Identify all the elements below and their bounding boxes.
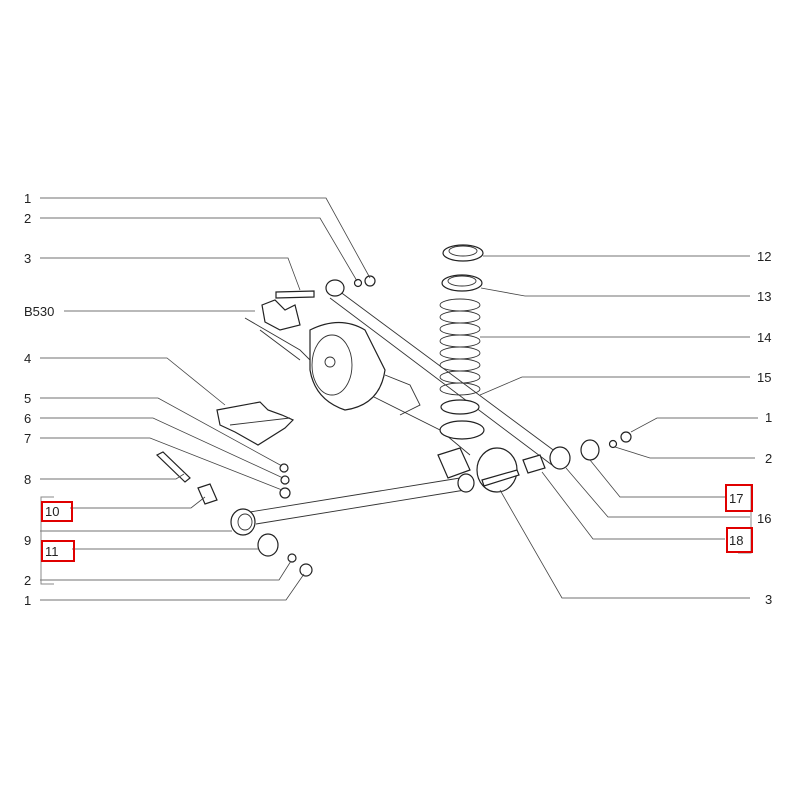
leader-lines (40, 197, 758, 601)
axle-housing (244, 299, 471, 479)
coil-spring (439, 244, 485, 440)
callout-16: 16 (757, 511, 771, 526)
highlight-box-11 (41, 540, 75, 562)
callout-13: 13 (757, 289, 771, 304)
lower-arm (155, 451, 475, 577)
callout-2: 2 (24, 211, 31, 226)
callout-6: 6 (24, 411, 31, 426)
upper-arm (275, 275, 561, 466)
callout-1-bottom: 1 (24, 593, 31, 608)
callout-10: 10 (45, 504, 59, 519)
highlight-box-18 (726, 527, 753, 553)
callout-12: 12 (757, 249, 771, 264)
wheel-hub (476, 431, 632, 493)
highlight-box-17 (725, 484, 753, 512)
callout-5: 5 (24, 391, 31, 406)
callout-8: 8 (24, 472, 31, 487)
callout-9: 9 (24, 533, 31, 548)
callout-2-bottom: 2 (24, 573, 31, 588)
callout-15: 15 (757, 370, 771, 385)
callout-7: 7 (24, 431, 31, 446)
callout-2-right: 2 (765, 451, 772, 466)
highlight-box-10 (41, 501, 73, 522)
left-callouts: 1 2 3 B530 4 5 6 7 8 10 9 11 2 1 (24, 191, 75, 608)
callout-17: 17 (729, 491, 743, 506)
callout-11: 11 (45, 544, 59, 559)
callout-3-right: 3 (765, 592, 772, 607)
callout-3: 3 (24, 251, 31, 266)
callout-18: 18 (729, 533, 743, 548)
callout-1: 1 (24, 191, 31, 206)
bracket-4 (216, 401, 295, 446)
callout-14: 14 (757, 330, 771, 345)
callout-4: 4 (24, 351, 31, 366)
right-callouts: 12 13 14 15 1 2 17 16 18 3 (725, 249, 772, 607)
callout-b530: B530 (24, 304, 54, 319)
callout-1-right: 1 (765, 410, 772, 425)
